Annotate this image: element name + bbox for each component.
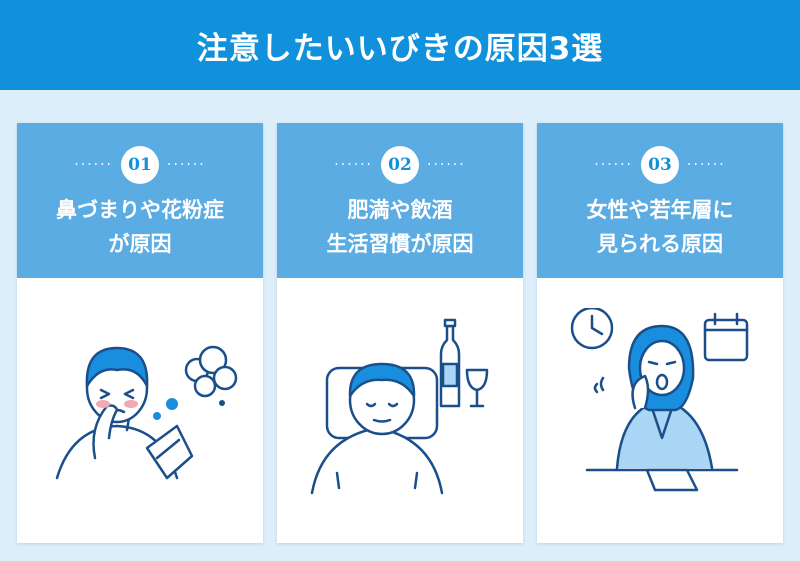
obese-sleeping-man-illustration bbox=[310, 318, 489, 495]
card-number: 02 bbox=[381, 146, 419, 184]
card-title-line1: 肥満や飲酒 bbox=[347, 198, 453, 222]
dots-left: ······ bbox=[74, 157, 113, 173]
cause-card-2: ······ 02 ······ 肥満や飲酒 生活習慣が原因 bbox=[277, 123, 523, 543]
card-title: 鼻づまりや花粉症 が原因 bbox=[17, 193, 263, 261]
card-title-line2: 生活習慣が原因 bbox=[326, 232, 474, 256]
yawning-woman-illustration bbox=[570, 308, 749, 492]
card-title-line1: 女性や若年層に bbox=[586, 198, 734, 222]
cause-card-1: ······ 01 ······ 鼻づまりや花粉症 が原因 bbox=[17, 123, 263, 543]
card-number: 03 bbox=[641, 146, 679, 184]
card-header: ······ 01 ······ 鼻づまりや花粉症 が原因 bbox=[17, 123, 263, 278]
card-title: 女性や若年層に 見られる原因 bbox=[537, 193, 783, 261]
dots-right: ······ bbox=[427, 157, 466, 173]
page-header: 注意したいいびきの原因3選 bbox=[0, 0, 800, 90]
card-header: ······ 03 ······ 女性や若年層に 見られる原因 bbox=[537, 123, 783, 278]
card-title-line1: 鼻づまりや花粉症 bbox=[56, 198, 224, 222]
dots-right: ······ bbox=[687, 157, 726, 173]
card-title-line2: が原因 bbox=[108, 232, 172, 256]
card-header: ······ 02 ······ 肥満や飲酒 生活習慣が原因 bbox=[277, 123, 523, 278]
card-number: 01 bbox=[121, 146, 159, 184]
card-title: 肥満や飲酒 生活習慣が原因 bbox=[277, 193, 523, 261]
dots-left: ······ bbox=[334, 157, 373, 173]
dots-left: ······ bbox=[594, 157, 633, 173]
cause-card-3: ······ 03 ······ 女性や若年層に 見られる原因 bbox=[537, 123, 783, 543]
card-title-line2: 見られる原因 bbox=[597, 232, 723, 256]
sneezing-man-illustration bbox=[55, 345, 238, 480]
dots-right: ······ bbox=[167, 157, 206, 173]
page-title: 注意したいいびきの原因3選 bbox=[196, 30, 604, 67]
